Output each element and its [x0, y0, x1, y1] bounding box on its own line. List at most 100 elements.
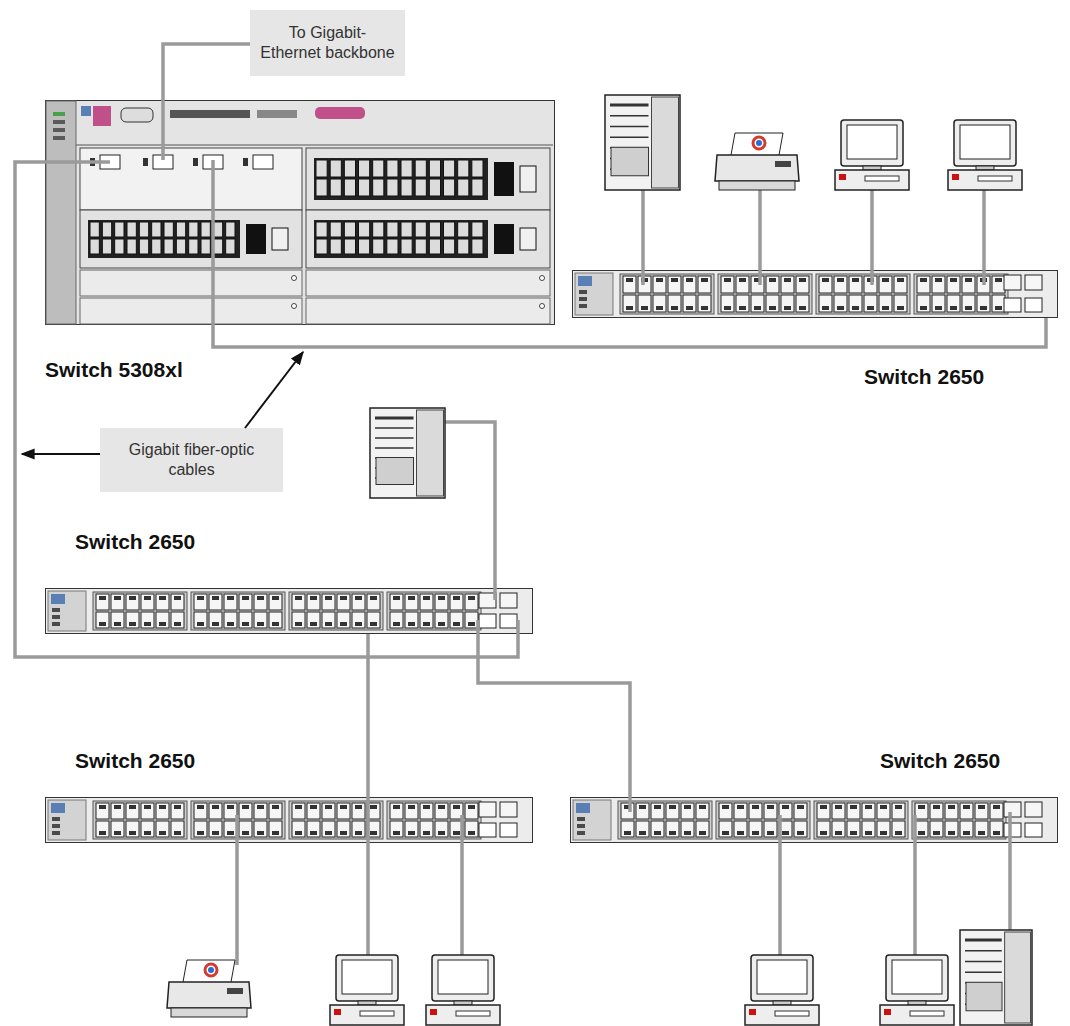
server-slot	[375, 427, 414, 429]
port-jack	[453, 805, 460, 809]
pc-drive	[360, 1011, 394, 1016]
port-jack	[340, 596, 347, 600]
module	[80, 148, 302, 210]
port	[194, 821, 207, 837]
device-cable	[516, 620, 520, 634]
monitor-screen	[960, 125, 1010, 159]
port	[111, 612, 124, 628]
port	[653, 295, 666, 312]
chassis-body	[46, 101, 555, 325]
illustration-layer	[22, 95, 1032, 1025]
port	[316, 222, 327, 237]
port-jack	[782, 805, 789, 809]
leader-arrow	[22, 453, 100, 455]
port-jack	[852, 306, 859, 310]
port-jack	[641, 306, 648, 310]
module-ports	[88, 220, 240, 258]
module-ports	[314, 220, 488, 258]
port	[666, 821, 679, 837]
port	[862, 821, 875, 837]
chassis-rail	[46, 101, 76, 324]
port-jack	[408, 831, 415, 835]
port	[96, 803, 109, 819]
port	[156, 594, 169, 610]
port-jack	[867, 306, 874, 310]
port	[269, 803, 282, 819]
switch-led	[577, 817, 585, 821]
port	[194, 612, 207, 628]
fiber-slot	[1025, 298, 1042, 312]
gigabit-port	[100, 155, 120, 169]
port-jack	[965, 306, 972, 310]
port	[465, 821, 478, 837]
port	[894, 295, 907, 312]
chassis-badge	[315, 107, 365, 119]
port-jack	[114, 831, 121, 835]
port	[962, 276, 975, 293]
pc-power	[334, 1009, 341, 1015]
port	[990, 821, 1003, 837]
port	[450, 612, 463, 628]
port	[96, 612, 109, 628]
port	[111, 803, 124, 819]
port-jack	[724, 278, 731, 282]
port-jack	[980, 306, 987, 310]
port-jack	[197, 622, 204, 626]
port-jack	[948, 805, 955, 809]
port-jack	[340, 622, 347, 626]
port	[751, 276, 764, 293]
port-jack	[393, 622, 400, 626]
gigabit-led	[193, 158, 198, 166]
port	[307, 803, 320, 819]
device-cable	[366, 797, 370, 812]
port-jack	[820, 805, 827, 809]
port-jack	[699, 831, 706, 835]
port-jack	[99, 596, 106, 600]
device-cable	[778, 815, 782, 955]
port	[429, 239, 440, 254]
blank-panel	[306, 270, 550, 296]
port	[638, 295, 651, 312]
port	[126, 803, 139, 819]
port	[307, 612, 320, 628]
port	[176, 239, 185, 254]
port-block	[716, 801, 810, 839]
monitor-screen	[892, 960, 942, 994]
port-jack	[197, 805, 204, 809]
port	[239, 612, 252, 628]
port	[387, 160, 398, 177]
port	[696, 821, 709, 837]
pc-power	[430, 1009, 437, 1015]
port	[141, 612, 154, 628]
port-jack	[212, 622, 219, 626]
pc-power	[884, 1009, 891, 1015]
port-block	[191, 801, 285, 839]
port	[139, 239, 148, 254]
printer-logo	[756, 140, 762, 146]
port	[102, 239, 111, 254]
server-slot	[375, 467, 414, 469]
port-jack	[423, 805, 430, 809]
port	[373, 179, 384, 196]
switch-body	[573, 271, 1058, 318]
port-jack	[626, 306, 633, 310]
port	[681, 803, 694, 819]
device-cable	[913, 815, 917, 955]
port	[698, 276, 711, 293]
port-block	[191, 592, 285, 630]
module-ports	[314, 158, 488, 200]
port-jack	[272, 805, 279, 809]
port-jack	[174, 596, 181, 600]
server-slot	[965, 993, 1002, 995]
server-slot	[375, 457, 414, 459]
port-jack	[453, 622, 460, 626]
chassis-strip	[170, 110, 250, 118]
switch-led	[52, 615, 60, 619]
port-jack	[624, 805, 631, 809]
port-jack	[355, 831, 362, 835]
fiber-slot	[479, 823, 496, 837]
port-jack	[438, 831, 445, 835]
port	[401, 179, 412, 196]
port	[429, 160, 440, 177]
port-block	[93, 801, 187, 839]
